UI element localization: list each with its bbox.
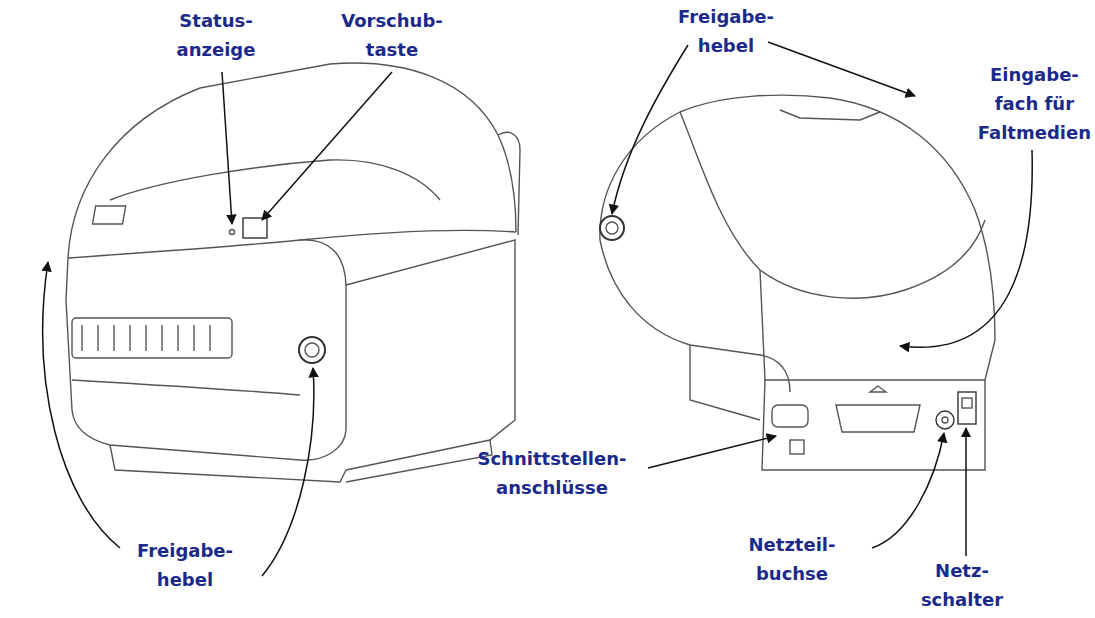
part-label: Netzteil- buchse [749, 530, 836, 588]
part-label: Status- anzeige [177, 6, 256, 64]
rear-printer [600, 95, 995, 470]
part-label: Freigabe- hebel [137, 536, 233, 594]
part-label: Vorschub- taste [341, 6, 443, 64]
part-label: Schnittstellen- anschlüsse [477, 444, 626, 502]
leader-lines [43, 42, 1032, 576]
part-label: Freigabe- hebel [678, 2, 774, 60]
part-label: Eingabe- fach für Faltmedien [978, 60, 1091, 147]
front-printer [66, 63, 520, 482]
part-label: Netz- schalter [921, 556, 1003, 614]
